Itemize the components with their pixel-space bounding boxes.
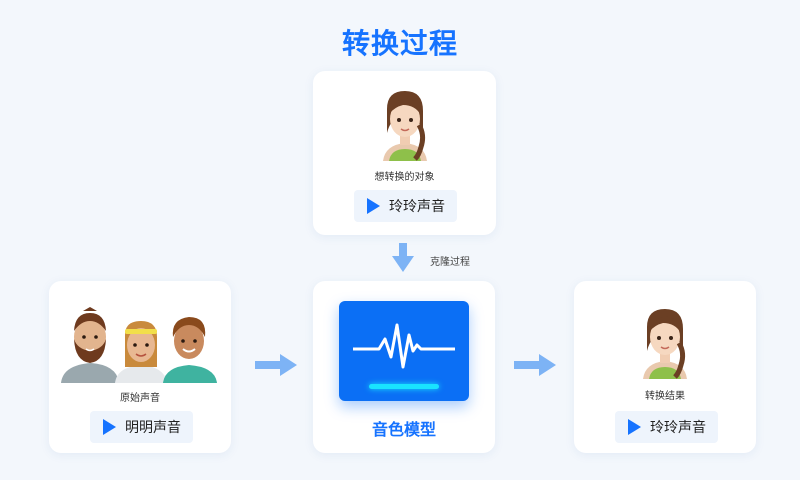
woman-avatar-icon (383, 91, 427, 161)
voice-model-screen (339, 301, 469, 401)
play-icon (367, 198, 380, 214)
woman-avatar-icon (643, 309, 687, 379)
page-title: 转换过程 (341, 27, 458, 60)
group-avatar-icon (61, 307, 217, 383)
play-source-voice-button[interactable]: 明明声音 (90, 411, 193, 443)
target-card: 想转换的对象 玲玲声音 (313, 71, 496, 235)
arrow-right-icon (514, 354, 556, 376)
waveform-icon (353, 323, 455, 369)
result-button-label: 玲玲声音 (650, 420, 706, 436)
source-button-label: 明明声音 (125, 420, 181, 436)
model-card: 音色模型 (313, 281, 495, 453)
play-target-voice-button[interactable]: 玲玲声音 (354, 190, 457, 222)
clone-label: 克隆过程 (430, 257, 470, 268)
play-icon (628, 419, 641, 435)
arrow-down-icon (392, 243, 414, 272)
target-caption: 想转换的对象 (374, 172, 435, 183)
target-button-label: 玲玲声音 (389, 199, 445, 215)
model-title: 音色模型 (371, 420, 436, 439)
play-result-voice-button[interactable]: 玲玲声音 (615, 411, 718, 443)
source-card: 原始声音 明明声音 (49, 281, 231, 453)
arrow-right-icon (255, 354, 297, 376)
play-icon (103, 419, 116, 435)
result-caption: 转换结果 (645, 391, 685, 402)
glow-bar (369, 384, 439, 389)
source-caption: 原始声音 (120, 393, 160, 404)
result-card: 转换结果 玲玲声音 (574, 281, 756, 453)
